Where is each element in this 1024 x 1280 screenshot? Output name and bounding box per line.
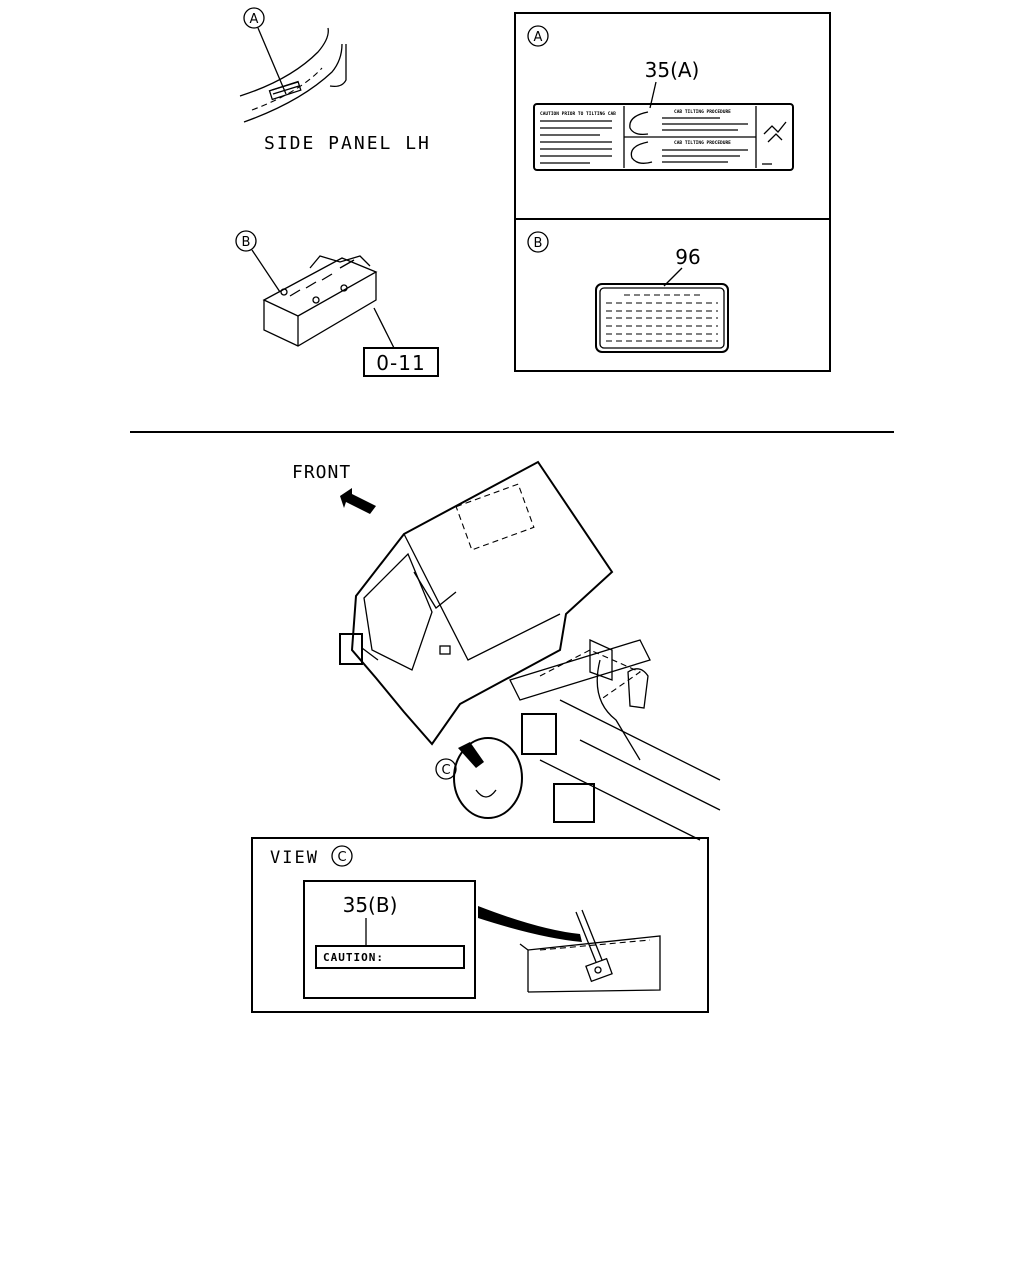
air-intake <box>627 668 649 709</box>
callout-b-label: B <box>242 235 251 250</box>
fuse-box-screw <box>280 288 288 296</box>
side-panel-edge <box>329 44 347 88</box>
view-c-rod <box>575 909 603 963</box>
tilted-cab-outline <box>350 460 614 746</box>
panel-b-part-number: 96 <box>675 245 700 269</box>
fuse-box-detail: B 0-11 <box>235 230 439 377</box>
battery-box <box>521 713 557 755</box>
leader-line-ref <box>373 307 395 349</box>
view-c-arrow <box>458 742 484 768</box>
panel-a-part-number: 35(A) <box>645 58 700 82</box>
callout-b-circle <box>235 230 257 252</box>
panel-b-frame <box>514 218 831 372</box>
decal-left-text-lines <box>540 120 612 164</box>
view-c-frame <box>251 837 709 1013</box>
block-part <box>553 783 595 823</box>
decal-cab-pictogram <box>630 141 653 164</box>
callout-c-label: C <box>441 763 450 778</box>
decal-right-text-lines-1 <box>662 117 748 131</box>
caution-text: CAUTION: <box>323 951 384 964</box>
decal-right-heading-1: CAB TILTING PROCEDURE <box>674 109 731 115</box>
wheel-hub <box>475 789 497 798</box>
side-mirror <box>339 633 363 665</box>
side-panel-label: SIDE PANEL LH <box>264 133 431 154</box>
fuse-box-top <box>262 257 378 317</box>
panel-b-circle <box>527 231 549 253</box>
fuse-box-body <box>263 272 377 347</box>
cab-roof-hatch <box>455 483 535 551</box>
view-c-panel: VIEW C 35(B) CAUTION: <box>251 837 709 1013</box>
callout-a-label: A <box>250 12 259 27</box>
steering-linkage <box>596 659 641 761</box>
panel-a-circle-label: A <box>534 30 543 45</box>
fuse-box-screw <box>340 284 348 292</box>
decal-96 <box>595 283 729 353</box>
view-c-frame-rail <box>527 935 661 993</box>
cab-edge <box>403 533 561 661</box>
view-c-title: VIEW <box>270 848 319 868</box>
panel-b-circle-label: B <box>534 236 543 251</box>
front-label: FRONT <box>292 462 351 483</box>
ref-box <box>363 347 439 377</box>
decal-96-text-lines <box>606 294 718 342</box>
decal-warning-pictogram <box>763 121 787 143</box>
side-panel-hidden-line <box>251 67 323 111</box>
bracket <box>589 638 613 681</box>
chassis-frame-rail <box>539 699 721 841</box>
cab-windshield <box>363 552 433 671</box>
decal-right-heading-2: CAB TILTING PROCEDURE <box>674 140 731 146</box>
view-c-frame-edge <box>519 943 529 992</box>
fuse-box-connector <box>309 255 371 269</box>
decal-96-inner <box>599 287 725 349</box>
front-wheel <box>453 737 523 819</box>
leader-line-b <box>251 249 281 293</box>
fuse-box-screw <box>312 296 320 304</box>
truck-illustration: FRONT C <box>292 460 721 841</box>
view-c-pin <box>594 966 602 974</box>
callout-a-circle <box>243 7 265 29</box>
ref-box-label: 0-11 <box>376 351 425 375</box>
decal-hatch <box>271 81 299 91</box>
view-c-circle <box>331 845 353 867</box>
decal-hatch <box>272 85 300 95</box>
panel-a-circle <box>527 25 549 47</box>
decal-35a <box>533 103 794 171</box>
leader-line-a <box>257 27 287 95</box>
front-arrow <box>340 488 376 514</box>
view-c-hidden-line <box>539 939 651 951</box>
caution-decal <box>315 945 465 969</box>
label-panel-a: A 35(A) CAUTION PRIOR TO TILTING CAB CAB… <box>514 12 831 220</box>
callout-c-circle <box>435 758 457 780</box>
side-panel-edge <box>239 27 329 97</box>
decal-right-text-lines-2 <box>662 149 748 163</box>
label-panel-b: B 96 <box>514 218 831 372</box>
fuse-box-detail-lines <box>289 259 355 297</box>
decal-cab-pictogram <box>629 111 649 136</box>
view-c-circle-label: C <box>337 850 346 865</box>
side-panel-edge <box>243 43 343 123</box>
side-panel-detail: A SIDE PANEL LH <box>239 7 431 154</box>
mirror-arm <box>361 647 379 661</box>
decal-left-heading: CAUTION PRIOR TO TILTING CAB <box>540 111 616 117</box>
cab-door-line <box>413 571 457 609</box>
decal-35b-part-number: 35(B) <box>343 893 398 917</box>
decal-35b-frame <box>303 880 476 999</box>
chassis-hidden-line <box>539 649 642 701</box>
cab-handle <box>439 645 451 655</box>
view-c-wedge <box>478 906 582 942</box>
view-c-latch <box>585 957 613 983</box>
